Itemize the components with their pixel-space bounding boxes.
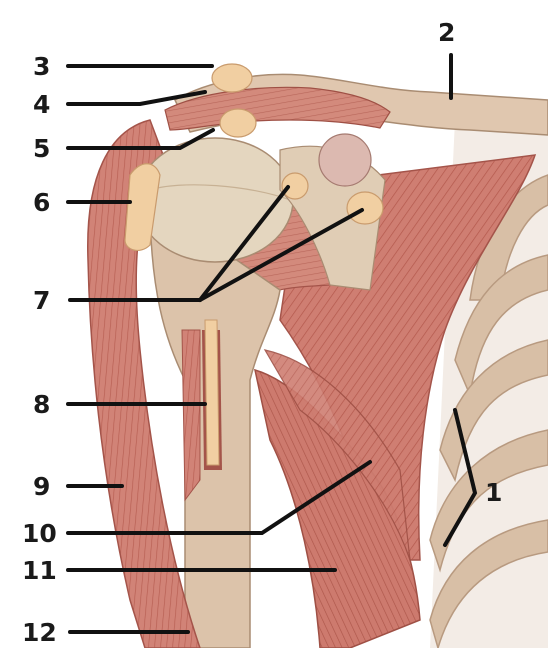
label-7: 7 (33, 288, 50, 313)
label-1: 1 (485, 480, 502, 505)
biceps-long-head-tendon (205, 320, 219, 465)
label-9: 9 (33, 474, 50, 499)
bursa (220, 109, 256, 137)
label-11: 11 (22, 558, 57, 583)
coracoid-process (319, 134, 371, 186)
label-3: 3 (33, 54, 50, 79)
label-8: 8 (33, 392, 50, 417)
bursa (347, 192, 383, 224)
label-10: 10 (22, 521, 57, 546)
label-4: 4 (33, 92, 50, 117)
label-5: 5 (33, 136, 50, 161)
bursa (212, 64, 252, 92)
label-2: 2 (438, 20, 455, 45)
label-6: 6 (33, 190, 50, 215)
bursa (282, 173, 308, 199)
label-12: 12 (22, 620, 57, 645)
humeral-head (137, 138, 293, 262)
